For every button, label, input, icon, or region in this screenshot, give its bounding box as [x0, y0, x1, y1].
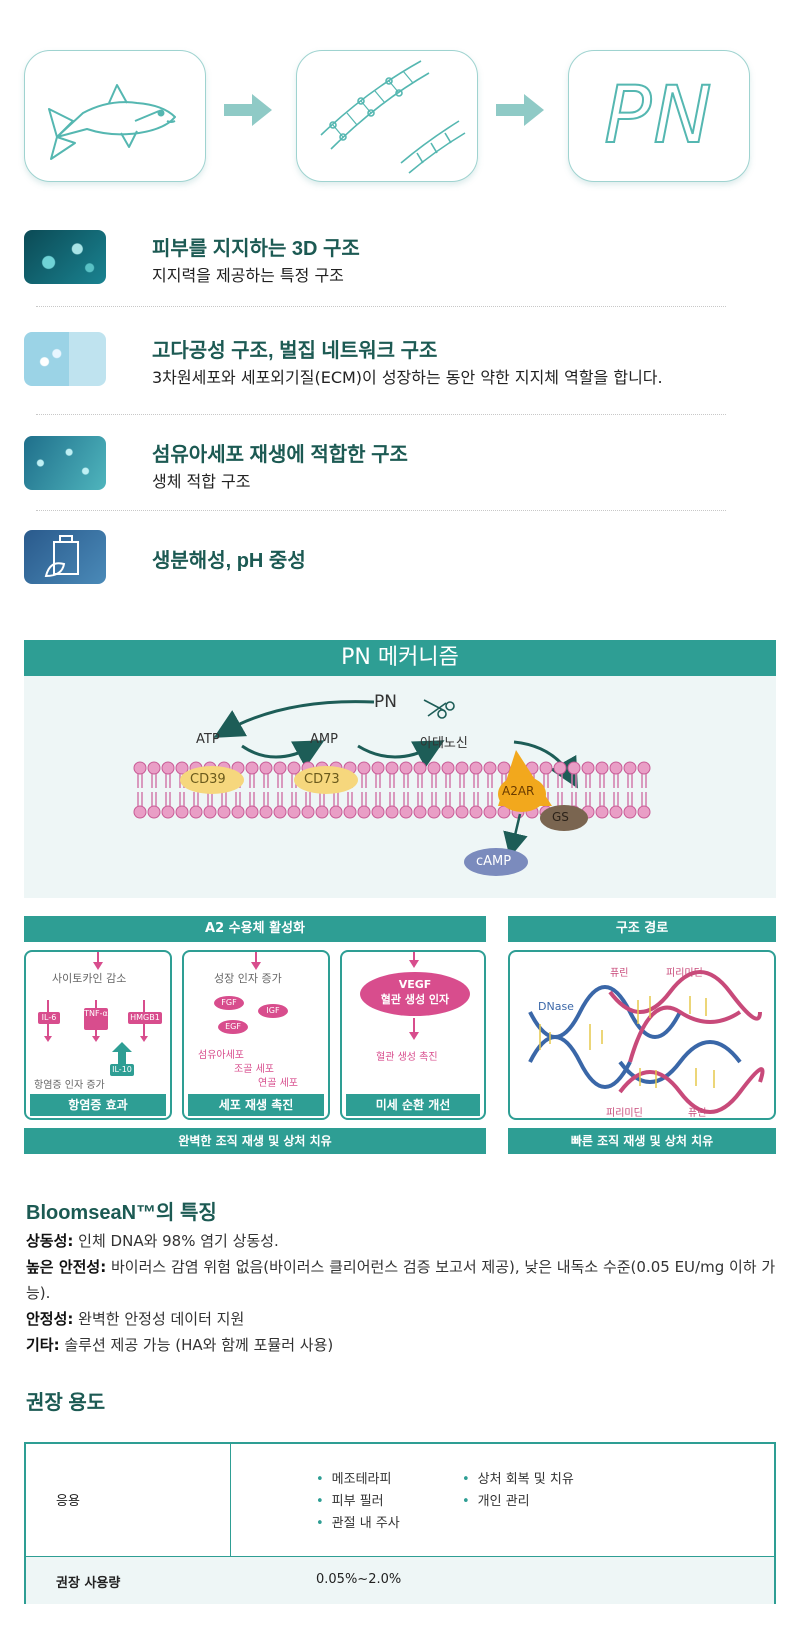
row2-value: 0.05%~2.0% [316, 1572, 402, 1587]
honeycomb-thumbnail-icon [24, 332, 106, 386]
spec-item: 상동성: 인체 DNA와 98% 염기 상동성. [26, 1228, 776, 1254]
mechanism-diagram: PN ATP AMP 아데노신 CD39 CD73 A2AR GS cAMP [24, 676, 776, 898]
feature-title: 생분해성, pH 중성 [152, 550, 306, 572]
fish-icon [48, 84, 176, 160]
subpanel-footer: 세포 재생 촉진 [188, 1094, 324, 1116]
a2-panel-header: A2 수용체 활성화 [24, 916, 486, 942]
hmgb1-box: HMGB1 [128, 1012, 162, 1024]
dna-box [296, 50, 478, 182]
subpanel-title: 성장 인자 증가 [214, 972, 282, 985]
dna-icon [320, 60, 466, 174]
cell-label: 조골 세포 [234, 1064, 274, 1075]
cd39-label: CD39 [190, 772, 226, 787]
subpanel-footer: 항염증 효과 [30, 1094, 166, 1116]
subpanel-vegf: VEGF 혈관 생성 인자 혈관 생성 촉진 미세 순환 개선 [340, 950, 486, 1120]
process-flow: PN [0, 0, 800, 200]
mechanism-title: PN 메커니즘 [24, 640, 776, 676]
divider [36, 306, 726, 307]
arrow-right-icon [496, 94, 544, 126]
arrow-right-icon [224, 94, 272, 126]
feature-title: 섬유아세포 재생에 적합한 구조 [152, 444, 408, 466]
feature-desc: 지지력을 제공하는 특정 구조 [152, 266, 344, 285]
atp-node: ATP [196, 732, 220, 747]
gs-label: GS [552, 810, 569, 824]
spec-label: 기타: [26, 1336, 60, 1354]
biodegradable-thumbnail-icon [24, 530, 106, 584]
subpanel-growth-factor: 성장 인자 증가 FGF IGF EGF 섬유아세포 조골 세포 연골 세포 세… [182, 950, 330, 1120]
use-item: 피부 필러 [316, 1490, 384, 1509]
vegf-oval: VEGF 혈관 생성 인자 [360, 972, 470, 1016]
cell-label: 섬유아세포 [198, 1050, 244, 1061]
vegf-label: VEGF [398, 978, 432, 991]
feature-desc: 생체 적합 구조 [152, 472, 251, 491]
spec-item: 안정성: 완벽한 안정성 데이터 지원 [26, 1306, 776, 1332]
use-item: 개인 관리 [462, 1490, 530, 1509]
dna-helix-icon [528, 970, 765, 1114]
pn-node: PN [374, 692, 397, 712]
egf-oval: EGF [218, 1020, 248, 1034]
spec-text: 바이러스 감염 위험 없음(바이러스 클리어런스 검증 보고서 제공), 낮은 … [26, 1258, 776, 1302]
adenosine-node: 아데노신 [420, 736, 468, 751]
camp-label: cAMP [476, 854, 512, 869]
use-item: 관절 내 주사 [316, 1512, 400, 1531]
use-item: 메조테라피 [316, 1468, 392, 1487]
il10-box: IL-10 [110, 1064, 134, 1076]
spec-label: 높은 안전성: [26, 1258, 107, 1276]
fish-box [24, 50, 206, 182]
structure-panel-footer: 빠른 조직 재생 및 상처 치유 [508, 1128, 776, 1154]
feature-title: 고다공성 구조, 벌집 네트워크 구조 [152, 340, 438, 362]
purine-label: 퓨린 [688, 1108, 707, 1119]
use-item: 상처 회복 및 치유 [462, 1468, 574, 1487]
igf-oval: IGF [258, 1004, 288, 1018]
pn-label: PN [603, 70, 714, 162]
amp-node: AMP [310, 732, 338, 747]
pyrimidine-label: 피리미딘 [606, 1108, 643, 1119]
structure-panel-header: 구조 경로 [508, 916, 776, 942]
table-label-column [26, 1444, 231, 1602]
row1-label: 응용 [56, 1494, 80, 1509]
row2-label-text: 권장 사용량 [56, 1576, 121, 1591]
structure-diagram: DNase 퓨린 피리미딘 피리미딘 퓨린 [508, 950, 776, 1120]
spec-text: 인체 DNA와 98% 염기 상동성. [73, 1232, 279, 1250]
arrow-down-icon [409, 952, 419, 1040]
spec-label: 상동성: [26, 1232, 74, 1250]
table-row [26, 1556, 774, 1604]
scissors-icon [423, 699, 455, 719]
subpanel-title: 사이토카인 감소 [52, 972, 127, 985]
il6-box: IL-6 [38, 1012, 60, 1024]
usage-table: 응용 메조테라피 피부 필러 관절 내 주사 상처 회복 및 치유 개인 관리 … [24, 1442, 776, 1604]
a2-panel-footer: 완벽한 조직 재생 및 상처 치유 [24, 1128, 486, 1154]
specs-title: BloomseaN™의 특징 [26, 1202, 217, 1224]
dnase-label: DNase [538, 1000, 574, 1013]
subpanel-footer: 미세 순환 개선 [346, 1094, 480, 1116]
cell-label: 연골 세포 [258, 1078, 298, 1089]
divider [36, 414, 726, 415]
network-thumbnail-icon [24, 436, 106, 490]
fgf-oval: FGF [214, 996, 244, 1010]
molecule-thumbnail-icon [24, 230, 106, 284]
divider [36, 510, 726, 511]
spec-label: 안정성: [26, 1310, 74, 1328]
row2-label: 권장 사용량 [56, 1572, 120, 1591]
subpanel-caption: 항염증 인자 증가 [34, 1080, 105, 1091]
cd73-label: CD73 [304, 772, 340, 787]
spec-text: 솔루션 제공 가능 (HA와 함께 포뮬러 사용) [59, 1336, 334, 1354]
a2ar-label: A2AR [502, 784, 535, 798]
purine-label: 퓨린 [610, 968, 629, 979]
arrow-down-icon [251, 952, 261, 970]
feature-desc: 3차원세포와 세포외기질(ECM)이 성장하는 동안 약한 지지체 역할을 합니… [152, 368, 663, 387]
usage-title: 권장 용도 [26, 1392, 106, 1414]
feature-title: 피부를 지지하는 3D 구조 [152, 238, 360, 260]
pyrimidine-label: 피리미딘 [666, 968, 703, 979]
pn-box: PN [568, 50, 750, 182]
vegf-sublabel: 혈관 생성 인자 [380, 993, 450, 1006]
spec-item: 높은 안전성: 바이러스 감염 위험 없음(바이러스 클리어런스 검증 보고서 … [26, 1254, 776, 1306]
spec-text: 완벽한 안정성 데이터 지원 [73, 1310, 245, 1328]
arrow-down-icon [44, 952, 148, 1064]
tnf-box: TNF-α [84, 1008, 108, 1030]
specs-list: 상동성: 인체 DNA와 98% 염기 상동성. 높은 안전성: 바이러스 감염… [26, 1228, 776, 1358]
subpanel-caption: 혈관 생성 촉진 [376, 1052, 438, 1063]
spec-item: 기타: 솔루션 제공 가능 (HA와 함께 포뮬러 사용) [26, 1332, 776, 1358]
subpanel-cytokine: 사이토카인 감소 IL-6 TNF-α HMGB1 IL-10 항염증 인자 증… [24, 950, 172, 1120]
